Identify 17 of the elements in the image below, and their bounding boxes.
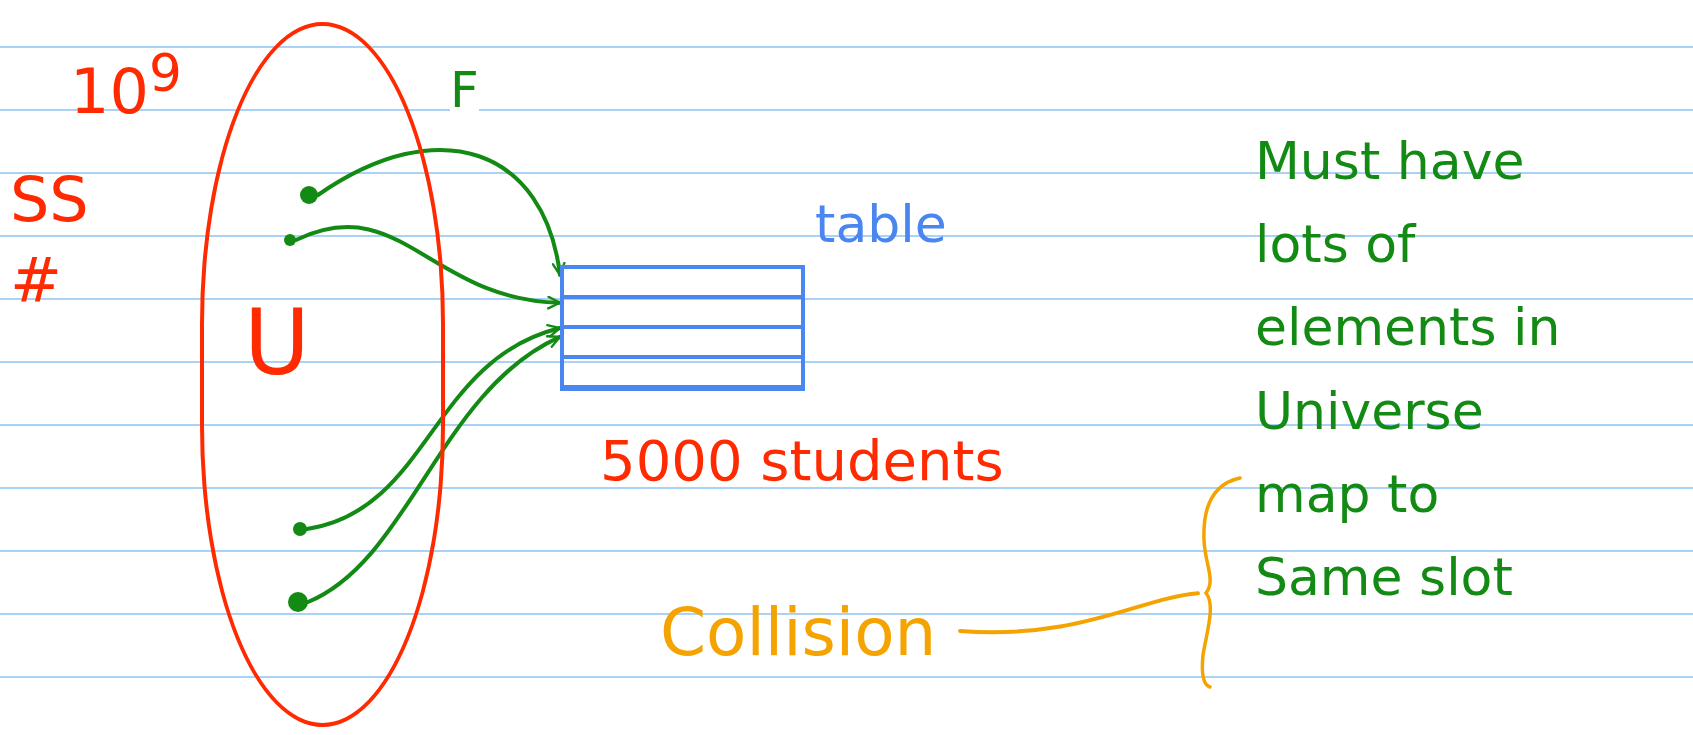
set-label: U — [244, 291, 310, 395]
annotation-text: 5000 students — [600, 427, 1004, 495]
arrow — [316, 148, 565, 278]
annotation-text: SS # — [10, 162, 90, 319]
point-dot — [300, 186, 318, 204]
table-label: table — [815, 195, 947, 255]
annotation-text: 10$^{9}$ — [70, 42, 182, 130]
point-dot — [284, 234, 296, 246]
arrow — [305, 325, 562, 531]
leader-line — [958, 591, 1200, 635]
point-dot — [288, 592, 308, 612]
arrow — [294, 225, 562, 309]
curly-brace — [1198, 475, 1243, 690]
arrow — [306, 334, 562, 604]
collision-label: Collision — [660, 595, 937, 671]
point-dot — [293, 522, 307, 536]
note-text: Must have lots of elements in Universe map to Same slot — [1255, 130, 1562, 609]
